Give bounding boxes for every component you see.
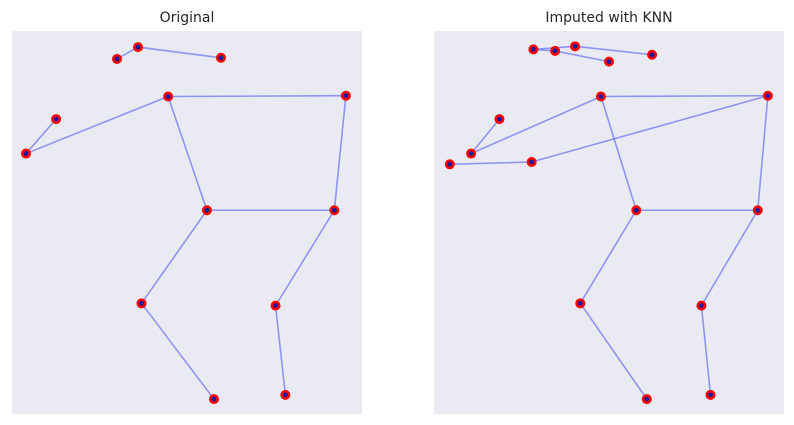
- joint-point: [329, 205, 340, 216]
- joint-point: [201, 205, 212, 216]
- skeleton-bones: [25, 46, 347, 400]
- panel-original: Original: [12, 10, 362, 414]
- joint-point: [215, 52, 226, 63]
- joint-point: [570, 41, 581, 52]
- joint-point: [705, 389, 716, 400]
- joint-point: [136, 298, 147, 309]
- joint-point: [647, 49, 658, 60]
- joint-point: [466, 148, 477, 159]
- joint-point: [163, 91, 174, 102]
- skeleton-bone: [140, 209, 208, 304]
- joint-marker-inner: [165, 94, 171, 99]
- joint-point: [528, 44, 539, 55]
- skeleton-bone: [470, 118, 501, 155]
- joint-point: [133, 42, 143, 53]
- joint-marker-inner: [644, 396, 650, 402]
- joint-marker-inner: [699, 303, 704, 309]
- joint-marker-inner: [218, 55, 224, 61]
- skeleton-bone: [574, 45, 653, 56]
- joint-marker-inner: [468, 151, 474, 156]
- skeleton-bone: [554, 50, 610, 63]
- joint-point: [280, 389, 291, 400]
- joint-point: [696, 300, 707, 311]
- skeleton-bone: [700, 209, 759, 307]
- joint-point: [631, 205, 642, 216]
- skeleton-bone: [137, 46, 222, 59]
- joint-point: [604, 56, 614, 67]
- joint-marker-inner: [598, 94, 604, 99]
- skeleton-bone: [449, 161, 532, 166]
- axes-background: [12, 31, 362, 414]
- joint-point: [752, 205, 763, 216]
- joint-marker-inner: [211, 396, 217, 402]
- axes-title: Original: [160, 10, 215, 26]
- joint-marker-inner: [531, 46, 536, 52]
- joint-marker-inner: [765, 93, 771, 99]
- axes-background: [434, 31, 784, 414]
- skeleton-bone: [25, 95, 169, 155]
- joint-point: [494, 114, 505, 125]
- skeleton-bone: [25, 118, 57, 155]
- joint-marker-inner: [606, 59, 612, 65]
- skeleton-joints: [21, 42, 351, 405]
- joint-point: [575, 298, 586, 309]
- joint-marker-inner: [343, 93, 349, 99]
- joint-marker-inner: [282, 392, 288, 398]
- joint-marker-inner: [135, 44, 141, 50]
- skeleton-bone: [167, 96, 208, 211]
- panel-imputed: Imputed with KNN: [434, 10, 784, 414]
- skeleton-bone: [579, 302, 648, 400]
- joint-marker-inner: [649, 52, 655, 58]
- axes-title: Imputed with KNN: [545, 10, 672, 26]
- joint-point: [762, 90, 773, 101]
- joint-point: [112, 53, 122, 64]
- joint-point: [340, 90, 351, 101]
- skeleton-bone: [579, 209, 637, 304]
- joint-point: [550, 45, 561, 56]
- joint-marker-inner: [755, 207, 761, 213]
- skeleton-bone: [756, 95, 769, 211]
- joint-marker-inner: [273, 303, 278, 309]
- joint-point: [21, 148, 31, 159]
- joint-marker-inner: [572, 43, 578, 49]
- joint-marker-inner: [552, 48, 558, 54]
- joint-point: [526, 156, 537, 167]
- skeleton-bone: [140, 302, 215, 400]
- joint-marker-inner: [139, 300, 144, 306]
- joint-point: [208, 394, 219, 405]
- skeleton-bones: [449, 45, 769, 400]
- skeleton-bone: [470, 95, 602, 155]
- skeleton-bone: [600, 94, 768, 98]
- joint-marker-inner: [708, 392, 713, 398]
- joint-marker-inner: [204, 207, 210, 213]
- joint-marker-inner: [497, 116, 502, 122]
- joint-marker-inner: [529, 159, 535, 165]
- skeleton-bone: [168, 94, 346, 98]
- joint-point: [641, 394, 652, 405]
- joint-marker-inner: [633, 207, 639, 213]
- skeleton-bone: [600, 96, 638, 211]
- joint-marker-inner: [114, 56, 120, 62]
- skeleton-bone: [333, 95, 347, 211]
- joint-point: [595, 91, 606, 102]
- joint-point: [51, 114, 62, 125]
- joint-marker-inner: [447, 161, 453, 167]
- joint-marker-inner: [23, 151, 29, 156]
- skeleton-joints: [444, 41, 773, 405]
- skeleton-bone: [700, 305, 712, 395]
- joint-point: [444, 159, 455, 170]
- joint-marker-inner: [53, 116, 59, 122]
- skeleton-bone: [274, 209, 336, 307]
- joint-point: [270, 300, 281, 311]
- joint-marker-inner: [577, 300, 583, 306]
- skeleton-bone: [274, 305, 287, 395]
- skeleton-bone: [531, 94, 769, 163]
- joint-marker-inner: [331, 207, 337, 213]
